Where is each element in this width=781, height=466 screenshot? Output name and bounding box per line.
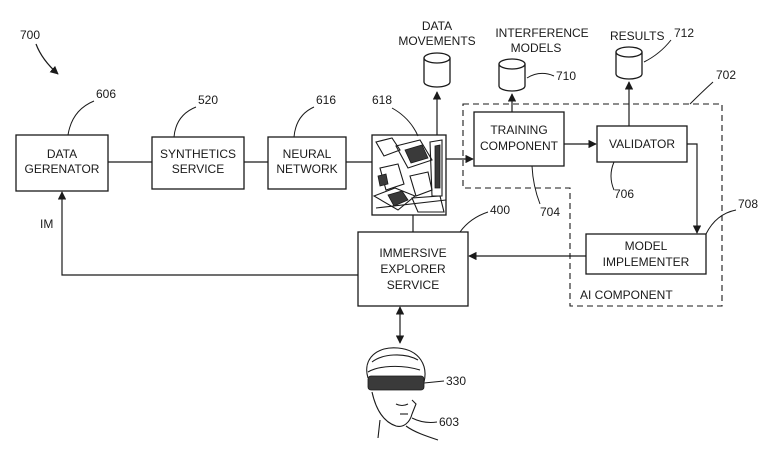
synthetics-service-label-2: SERVICE [172,162,224,176]
image-block-ref: 618 [372,93,392,107]
head-outline [366,347,426,383]
neural-network-leader [293,106,315,138]
synthetics-service-block: SYNTHETICS SERVICE 520 [151,93,245,190]
model-implementer-block: MODEL IMPLEMENTER 708 [585,197,758,275]
interference-models-label-2: MODELS [511,41,562,55]
data-movements-label-2: MOVEMENTS [398,34,475,48]
data-generator-ref: 606 [96,87,116,101]
training-component-ref: 704 [540,205,560,219]
rendered-scene-image: 618 [371,93,447,216]
figure-number: 700 [20,28,40,42]
ai-component-leader [689,81,714,105]
headset-icon [367,375,425,391]
model-implementer-label-1: MODEL [625,239,668,253]
data-generator-block: DATA GERENATOR 606 [15,87,116,192]
connections: IM [40,81,702,344]
ai-component-label: AI COMPONENT [580,288,673,302]
immersive-explorer-label-3: SERVICE [387,278,439,292]
training-component-leader [531,165,541,205]
results-database: RESULTS 712 [610,26,694,80]
neural-network-label-2: NETWORK [276,162,337,176]
model-implementer-ref: 708 [738,197,758,211]
image-block-leader [391,107,419,137]
interference-models-label-1: INTERFERENCE [495,26,588,40]
data-movements-label-1: DATA [422,19,452,33]
data-generator-leader [67,100,95,136]
person-leader [411,417,438,423]
edge-validator-implementer [687,143,702,234]
training-component-label-2: COMPONENT [480,139,559,153]
training-component-block: TRAINING COMPONENT 704 [473,111,565,219]
data-movements-database: DATA MOVEMENTS [398,19,476,88]
figure-number-label: 700 [20,28,59,75]
figure-number-pointer [35,43,59,75]
neural-network-label-1: NEURAL [283,147,332,161]
training-component-label-1: TRAINING [490,123,547,137]
interference-models-database: INTERFERENCE MODELS 710 [495,26,589,92]
validator-block: VALIDATOR 706 [596,125,688,201]
ai-component-boundary [462,103,723,307]
immersive-explorer-ref: 400 [490,203,510,217]
immersive-explorer-label-2: EXPLORER [380,262,446,276]
validator-label: VALIDATOR [609,137,675,151]
synthetics-service-leader [173,106,197,138]
data-generator-label-1: DATA [47,147,77,161]
results-ref: 712 [674,26,694,40]
interference-models-ref: 710 [556,69,576,83]
synthetics-service-ref: 520 [198,93,218,107]
ai-component-region: AI COMPONENT 702 [462,68,736,307]
edge-label-im: IM [40,217,53,231]
results-label: RESULTS [610,29,664,43]
immersive-explorer-leader [459,211,489,233]
validator-leader [610,161,615,191]
immersive-explorer-label-1: IMMERSIVE [379,246,446,260]
edge-explorer-generator [57,191,358,276]
ai-component-ref: 702 [716,68,736,82]
neural-network-block: NEURAL NETWORK 616 [267,93,347,190]
data-generator-label-2: GERENATOR [25,162,100,176]
model-implementer-leader [705,209,737,235]
neural-network-ref: 616 [316,93,336,107]
scene-illustration [372,137,447,213]
person-ref: 603 [439,415,459,429]
interference-models-leader [526,72,555,79]
model-implementer-label-2: IMPLEMENTER [603,255,690,269]
immersive-explorer-service-block: IMMERSIVE EXPLORER SERVICE 400 [357,203,510,307]
synthetics-service-label-1: SYNTHETICS [160,147,236,161]
headset-leader [423,380,445,384]
results-leader [643,39,672,63]
user-with-headset: 330 603 [366,347,466,441]
headset-ref: 330 [446,374,466,388]
validator-ref: 706 [614,187,634,201]
